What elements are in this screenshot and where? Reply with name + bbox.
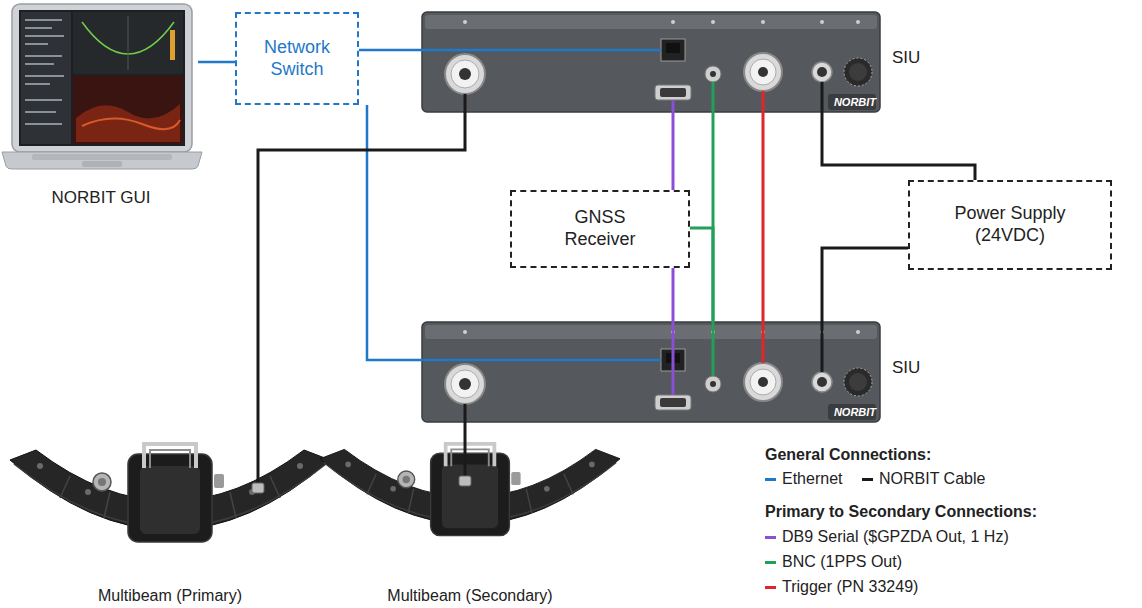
power-supply: Power Supply (24VDC) — [908, 180, 1112, 270]
multibeam-sonar: Multibeam (Secondary) — [320, 440, 620, 605]
multibeam-illustration — [10, 444, 330, 542]
legend-item: DB9 Serial ($GPZDA Out, 1 Hz) — [765, 528, 1009, 546]
legend-text: DB9 Serial ($GPZDA Out, 1 Hz) — [782, 528, 1009, 546]
legend-swatch — [765, 586, 776, 589]
legend-swatch — [765, 478, 776, 481]
multibeam-illustration — [320, 444, 620, 536]
brand-logo: NORBIT — [830, 96, 880, 108]
legend-heading: General Connections: — [765, 446, 931, 464]
siu-unit: SIU — [422, 322, 880, 422]
brand-logo: NORBIT — [830, 406, 880, 418]
cable-stubs — [252, 50, 822, 493]
cable-connector — [822, 248, 908, 322]
legend-item: NORBIT Cable — [862, 470, 985, 488]
node-label: NORBIT GUI — [52, 188, 151, 208]
multibeam-sonar: Multibeam (Primary) — [10, 440, 330, 605]
legend-item: Trigger (PN 33249) — [765, 578, 918, 596]
network-switch: Network Switch — [235, 12, 359, 105]
cable-connector — [367, 105, 422, 360]
siu-illustration — [422, 12, 880, 112]
legend-swatch — [862, 478, 873, 481]
legend-swatch — [765, 536, 776, 539]
cable-connector — [690, 228, 713, 322]
node-label: Multibeam (Secondary) — [387, 586, 552, 605]
legend-heading: Primary to Secondary Connections: — [765, 503, 1037, 521]
siu-unit: SIU — [422, 12, 880, 112]
cable-connector — [464, 422, 467, 440]
legend-text: BNC (1PPS Out) — [782, 553, 902, 571]
siu-illustration — [422, 322, 880, 422]
gnss-receiver: GNSS Receiver — [510, 190, 690, 268]
node-label: GNSS Receiver — [545, 207, 655, 250]
node-label: Power Supply (24VDC) — [935, 203, 1085, 246]
cable-connector — [672, 112, 675, 190]
legend-item: BNC (1PPS Out) — [765, 553, 902, 571]
node-label: Network Switch — [247, 37, 347, 80]
legend-item: Ethernet — [765, 470, 842, 488]
laptop-illustration — [2, 4, 202, 169]
cable-connector — [672, 268, 675, 322]
cable-connector — [258, 112, 465, 440]
node-label: SIU — [892, 48, 920, 68]
legend-swatch — [765, 561, 776, 564]
legend-text: Trigger (PN 33249) — [782, 578, 918, 596]
cable-connector — [359, 49, 422, 52]
node-label: Multibeam (Primary) — [98, 586, 242, 605]
laptop-gui: NORBIT GUI — [4, 2, 198, 208]
legend-text: Ethernet — [782, 470, 842, 488]
cable-connector — [762, 112, 765, 322]
cable-connector — [822, 112, 975, 180]
cable-connector — [198, 61, 235, 64]
node-label: SIU — [892, 358, 920, 378]
legend-text: NORBIT Cable — [879, 470, 985, 488]
